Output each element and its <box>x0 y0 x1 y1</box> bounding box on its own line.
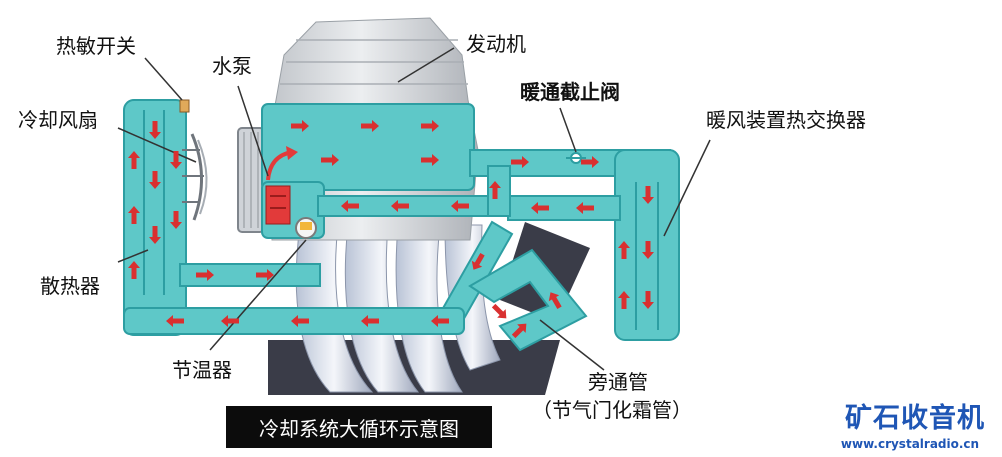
brand-url: www.crystalradio.cn <box>840 437 980 451</box>
flow-arrow <box>170 151 182 169</box>
flow-arrow <box>642 186 654 204</box>
leader-lines <box>117 47 711 371</box>
heater-shutoff-valve <box>566 152 586 164</box>
thermostat-valve <box>295 217 317 239</box>
label-bypass-pipe: 旁通管 <box>588 370 648 394</box>
flow-arrow <box>166 315 184 327</box>
flow-arrow <box>581 156 599 168</box>
brand-logo-text: 矿石收音机 <box>845 403 985 434</box>
flow-arrow <box>291 120 309 132</box>
flow-arrow <box>421 120 439 132</box>
flow-arrow <box>149 121 161 139</box>
label-thermostat: 节温器 <box>172 358 232 382</box>
heater-core-tubes <box>635 182 659 330</box>
flow-arrow <box>128 151 140 169</box>
flow-arrow <box>291 315 309 327</box>
cooling-fan <box>182 133 208 221</box>
flow-arrow <box>576 202 594 214</box>
flow-arrow <box>196 269 214 281</box>
label-engine: 发动机 <box>466 32 526 56</box>
flow-arrow <box>471 252 485 270</box>
flow-arrow <box>321 154 339 166</box>
flow-arrow <box>341 200 359 212</box>
flow-arrows <box>128 120 654 339</box>
flow-arrow <box>431 315 449 327</box>
water-pump-impeller <box>265 185 291 225</box>
diagram-caption: 冷却系统大循环示意图 <box>226 406 492 448</box>
label-water-pump: 水泵 <box>212 54 252 78</box>
flow-arrow <box>361 315 379 327</box>
flow-arrow <box>391 200 409 212</box>
flow-arrow <box>548 292 562 310</box>
flow-arrow <box>221 315 239 327</box>
flow-arrow <box>421 154 439 166</box>
flow-arrow <box>511 323 527 339</box>
flow-arrow <box>642 241 654 259</box>
flow-arrow <box>642 291 654 309</box>
label-radiator: 散热器 <box>40 274 100 298</box>
flow-arrow <box>491 303 507 319</box>
flow-arrow <box>149 171 161 189</box>
flow-arrow <box>149 226 161 244</box>
label-cooling-fan: 冷却风扇 <box>18 108 98 132</box>
label-heater-core: 暖风装置热交换器 <box>706 108 866 132</box>
pump-pulley <box>237 127 265 233</box>
label-heater-valve: 暖通截止阀 <box>520 80 620 104</box>
label-thermo-switch: 热敏开关 <box>56 34 136 58</box>
flow-arrow <box>531 202 549 214</box>
flow-arrow <box>361 120 379 132</box>
flow-arrow <box>128 206 140 224</box>
flow-arrow <box>170 211 182 229</box>
thermal-switch-sensor <box>179 99 190 113</box>
flow-arrow <box>618 241 630 259</box>
flow-arrow <box>451 200 469 212</box>
flow-arrow <box>511 156 529 168</box>
label-bypass-note: （节气门化霜管） <box>532 398 692 422</box>
radiator-tubes <box>143 110 165 295</box>
flow-arrow <box>256 269 274 281</box>
engine-ribs <box>280 39 468 85</box>
flow-arrow <box>618 291 630 309</box>
flow-arrow <box>489 181 501 199</box>
flow-arrow <box>128 261 140 279</box>
